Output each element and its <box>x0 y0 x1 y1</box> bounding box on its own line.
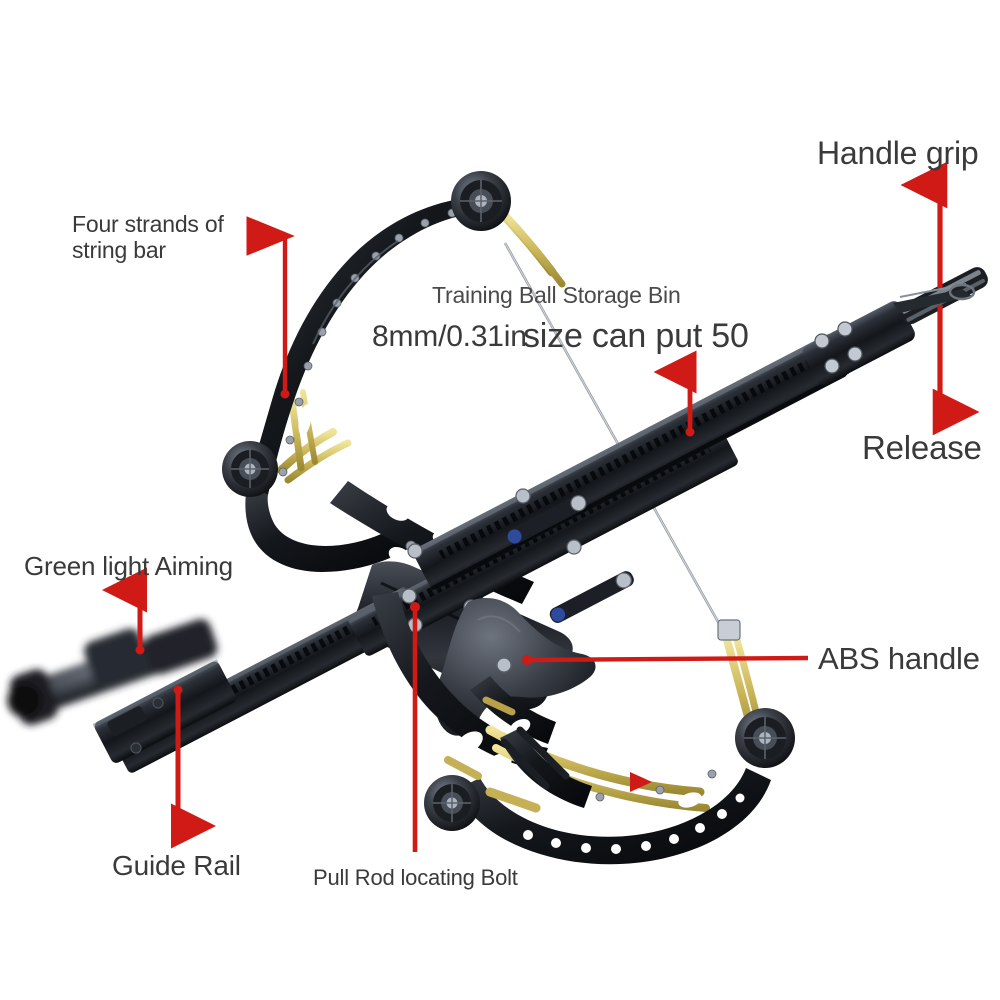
arrow-ball-capacity <box>653 350 697 437</box>
bow-string <box>503 242 728 637</box>
arrow-lower-limb-marker <box>630 772 652 792</box>
arrow-green-light-aiming <box>102 567 148 655</box>
arrow-guide-rail <box>170 685 216 849</box>
label-four-strands-line1: Four strands of <box>72 211 224 237</box>
cam-wheel-upper-left <box>222 441 278 497</box>
cam-wheel-bottom <box>735 708 795 768</box>
lower-bow-limb <box>455 726 771 865</box>
label-ball-size: 8mm/0.31in <box>372 320 527 353</box>
arrow-abs-handle <box>522 655 809 665</box>
label-training-bin-title: Training Ball Storage Bin <box>432 282 681 308</box>
label-abs-handle: ABS handle <box>818 641 980 676</box>
cam-wheel-top <box>451 171 511 231</box>
arrow-four-strands <box>246 216 295 399</box>
label-handle-grip: Handle grip <box>817 135 979 171</box>
label-pull-rod-bolt: Pull Rod locating Bolt <box>313 865 518 890</box>
label-release: Release <box>862 429 982 466</box>
guide-rail <box>111 333 850 773</box>
label-guide-rail: Guide Rail <box>112 850 241 881</box>
rail-clamps <box>507 494 634 623</box>
abs-handle-grip <box>435 598 596 736</box>
scope-sight <box>7 619 218 725</box>
arrow-pull-rod-bolt <box>410 602 420 852</box>
label-green-light-aiming: Green light Aiming <box>24 551 233 581</box>
label-ball-capacity: size can put 50 <box>523 317 749 355</box>
label-four-strands-line2: string bar <box>72 236 166 263</box>
release-bolts <box>814 321 863 374</box>
gold-fittings <box>444 696 541 813</box>
cam-wheel-lower-left <box>424 775 480 831</box>
scope-mount <box>92 659 236 763</box>
release-head <box>802 267 988 386</box>
